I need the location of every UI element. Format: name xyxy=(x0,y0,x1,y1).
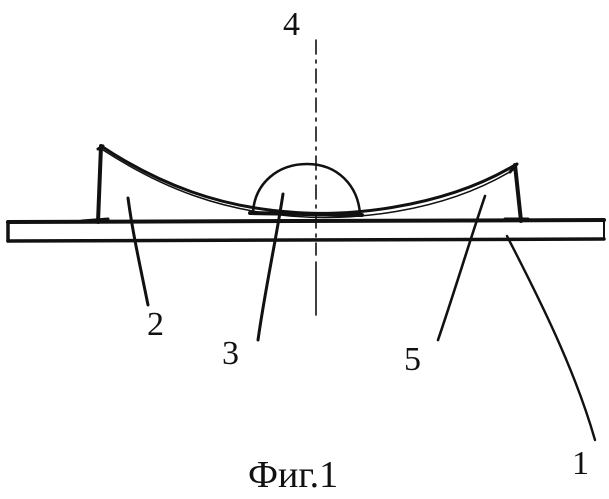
figure-caption: Фиг.1 xyxy=(248,456,338,494)
leader-line-1 xyxy=(507,236,595,440)
left-support xyxy=(82,146,108,222)
label-plate: 1 xyxy=(572,447,589,481)
leader-line-5 xyxy=(438,196,485,340)
label-membrane: 5 xyxy=(404,343,421,377)
label-lens: 3 xyxy=(222,337,239,371)
label-axis: 4 xyxy=(283,8,300,42)
leader-line-2 xyxy=(128,198,148,305)
label-stand: 2 xyxy=(147,308,164,342)
curved-membrane xyxy=(101,146,515,217)
hemisphere-lens xyxy=(250,164,362,215)
leader-line-3 xyxy=(258,194,283,340)
